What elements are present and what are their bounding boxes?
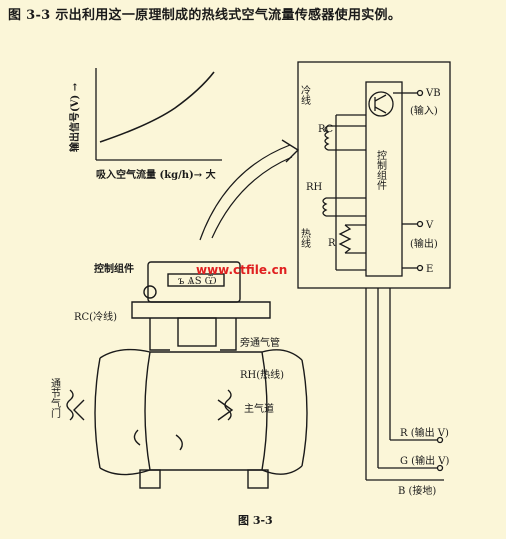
output-label: (输出) <box>410 237 438 250</box>
screw-icon <box>143 285 157 299</box>
zoom-arrow <box>199 144 291 241</box>
rc-label: RC <box>318 124 334 135</box>
bypass-channel <box>177 317 217 347</box>
v-label: V <box>425 220 434 231</box>
main-tube-bottom <box>99 465 303 476</box>
input-label: (输入) <box>410 104 438 117</box>
control-module-block <box>365 81 403 277</box>
vb-label: VB <box>425 88 441 99</box>
terminal-b-ground: B (接地) <box>398 484 436 497</box>
sensor-body <box>66 261 308 489</box>
watermark: www.ctfile.cn <box>196 263 287 277</box>
hot-wire-label: 热线 <box>299 227 311 248</box>
transistor-icon <box>368 91 394 117</box>
control-module-vertical-label: 控制组件 <box>375 149 387 191</box>
main-tube-top <box>99 348 303 361</box>
terminal-g-out: G (输出 V) <box>400 454 449 467</box>
figure-label: 图 3-3 <box>238 514 273 527</box>
lead-wires <box>365 288 444 481</box>
cold-wire-label: 冷线 <box>299 84 311 105</box>
throttle-arrow <box>66 389 74 421</box>
rc-cold-wire-label: RC(冷线) <box>74 310 117 323</box>
throttle-label: 通节气门 <box>49 378 61 419</box>
rh-coil <box>322 197 328 217</box>
graph-y-label: 输出信号(V) → <box>68 82 81 152</box>
graph-x-label: 吸入空气流量 (kg/h)→ 大 <box>96 168 216 181</box>
graph-curve <box>99 71 215 143</box>
control-plate <box>167 273 225 287</box>
zoom-arrow-head <box>281 139 300 163</box>
rh-label: RH <box>306 182 323 193</box>
rc-coil <box>324 125 330 151</box>
plate-text: ъ ѦЅ Ѿ <box>178 275 217 287</box>
circuit-box <box>297 61 451 289</box>
r-resistor <box>338 224 352 254</box>
caption-text: 图 3-3 示出利用这一原理制成的热线式空气流量传感器使用实例。 <box>8 8 402 23</box>
terminal-r-out: R (输出 V) <box>400 426 449 439</box>
r-label: R <box>328 238 336 249</box>
control-module-label: 控制组件 <box>94 262 134 275</box>
output-graph <box>95 68 222 161</box>
bypass-label: 旁通气管 <box>240 336 280 349</box>
zoom-arrow-inner <box>211 156 293 239</box>
e-label: E <box>426 264 433 275</box>
main-passage-label: 主气道 <box>244 402 274 415</box>
rh-hot-wire-label: RH(热线) <box>240 368 284 381</box>
